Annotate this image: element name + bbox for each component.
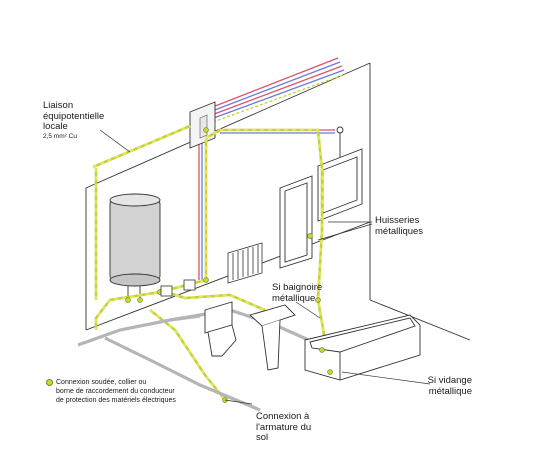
label-baignoire: Si baignoire métallique bbox=[272, 282, 323, 304]
toilet bbox=[204, 301, 237, 357]
label-armature-line2: l'armature du bbox=[256, 421, 312, 433]
label-liaison-spec: 2,5 mm² Cu bbox=[43, 132, 77, 140]
label-vidange: Si vidange métallique bbox=[408, 375, 472, 397]
label-liaison-line2: équipotentielle bbox=[43, 110, 105, 122]
distribution-panel bbox=[189, 101, 216, 149]
legend-line3: de protection des matériels électriques bbox=[56, 397, 176, 404]
legend-line1: Connexion soudée, collier ou bbox=[56, 379, 147, 386]
label-huisseries: Huisseries métalliques bbox=[375, 215, 424, 237]
socket-outlets bbox=[160, 279, 196, 297]
water-heater bbox=[109, 193, 161, 302]
door-frame bbox=[279, 175, 313, 269]
legend: Connexion soudée, collier ou borne de ra… bbox=[46, 378, 246, 405]
label-liaison: Liaison équipotentielle locale 2,5 mm² C… bbox=[43, 100, 105, 141]
label-baignoire-line2: métallique bbox=[272, 292, 316, 304]
label-armature-line3: sol bbox=[256, 432, 269, 443]
label-armature-line1: Connexion à bbox=[256, 411, 310, 422]
label-baignoire-line1: Si baignoire bbox=[272, 282, 323, 293]
connection-points bbox=[125, 127, 333, 403]
bathtub bbox=[304, 314, 421, 381]
label-vidange-line2: métallique bbox=[428, 385, 472, 397]
leader-lines bbox=[99, 129, 431, 405]
legend-text: Connexion soudée, collier ou borne de ra… bbox=[46, 378, 246, 405]
mirror-frame bbox=[317, 148, 363, 222]
washbasin bbox=[249, 304, 296, 371]
label-liaison-line3: locale bbox=[43, 121, 68, 132]
label-liaison-line1: Liaison bbox=[43, 100, 74, 111]
label-armature: Connexion à l'armature du sol bbox=[256, 411, 312, 444]
label-huisseries-line1: Huisseries bbox=[375, 215, 420, 226]
radiator bbox=[227, 242, 263, 284]
connection-dot-icon bbox=[46, 379, 53, 386]
label-huisseries-line2: métalliques bbox=[375, 225, 424, 237]
legend-line2: borne de raccordement du conducteur bbox=[56, 388, 175, 395]
label-vidange-line1: Si vidange bbox=[427, 375, 472, 386]
